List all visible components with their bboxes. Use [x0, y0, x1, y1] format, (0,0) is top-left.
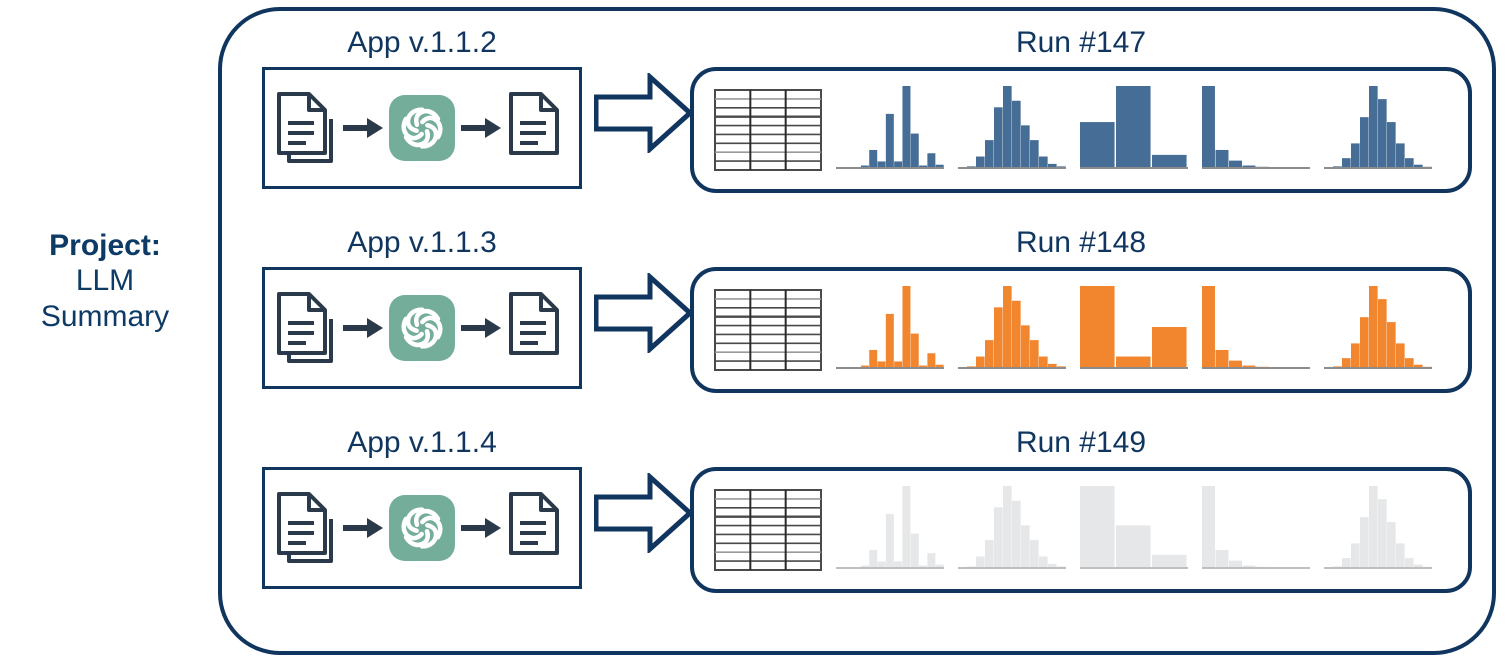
histogram: [1324, 286, 1432, 369]
table-icon: [714, 89, 822, 171]
histogram: [836, 86, 944, 169]
project-label: Project: LLM Summary: [0, 228, 210, 334]
pipeline-row: App v.1.1.3 Run #148: [222, 221, 1492, 421]
histogram: [1080, 86, 1188, 169]
run-group: Run #148: [690, 221, 1472, 393]
histogram: [1324, 86, 1432, 169]
app-group: App v.1.1.2: [262, 21, 582, 189]
histogram: [1202, 486, 1310, 569]
app-group: App v.1.1.4: [262, 421, 582, 589]
histogram: [1324, 486, 1432, 569]
run-results-box[interactable]: [690, 267, 1472, 393]
project-name-line-2: Summary: [40, 299, 170, 333]
pipeline-row: App v.1.1.4 Run #149: [222, 421, 1492, 621]
stacked-documents-icon: [277, 292, 333, 363]
histogram: [1202, 286, 1310, 369]
run-label: Run #149: [1015, 426, 1147, 459]
app-version-label: App v.1.1.4: [347, 426, 497, 459]
run-group: Run #147: [690, 21, 1472, 193]
block-arrow-right-icon: [593, 71, 694, 155]
document-icon: [509, 92, 559, 155]
histogram: [958, 86, 1066, 169]
histogram: [958, 286, 1066, 369]
app-pipeline-box[interactable]: [262, 467, 582, 589]
arrow-right-icon: [343, 518, 383, 538]
app-version-label: App v.1.1.3: [347, 226, 497, 259]
run-results-box[interactable]: [690, 467, 1472, 593]
openai-logo-icon: [389, 295, 455, 361]
app-pipeline-box[interactable]: [262, 267, 582, 389]
block-arrow-right-icon: [593, 471, 694, 555]
project-name-line-1: LLM: [75, 264, 135, 298]
pipeline-row: App v.1.1.2 Run #147: [222, 21, 1492, 221]
app-group: App v.1.1.3: [262, 221, 582, 389]
histogram: [1080, 286, 1188, 369]
document-icon: [509, 292, 559, 355]
arrow-right-icon: [461, 518, 501, 538]
histogram: [836, 486, 944, 569]
stacked-documents-icon: [277, 92, 333, 163]
histogram: [836, 286, 944, 369]
block-arrow-right-icon: [593, 271, 694, 355]
run-results-box[interactable]: [690, 67, 1472, 193]
arrow-right-icon: [461, 318, 501, 338]
document-icon: [509, 492, 559, 555]
histogram: [958, 486, 1066, 569]
table-icon: [714, 489, 822, 571]
table-icon: [714, 289, 822, 371]
histogram: [1080, 486, 1188, 569]
arrow-right-icon: [343, 118, 383, 138]
openai-logo-icon: [389, 95, 455, 161]
project-title: Project:: [49, 229, 161, 262]
run-label: Run #148: [1015, 226, 1147, 259]
app-pipeline-box[interactable]: [262, 67, 582, 189]
run-label: Run #147: [1015, 26, 1147, 59]
arrow-right-icon: [343, 318, 383, 338]
run-group: Run #149: [690, 421, 1472, 593]
openai-logo-icon: [389, 495, 455, 561]
histogram: [1202, 86, 1310, 169]
arrow-right-icon: [461, 118, 501, 138]
app-version-label: App v.1.1.2: [347, 26, 497, 59]
stacked-documents-icon: [277, 492, 333, 563]
